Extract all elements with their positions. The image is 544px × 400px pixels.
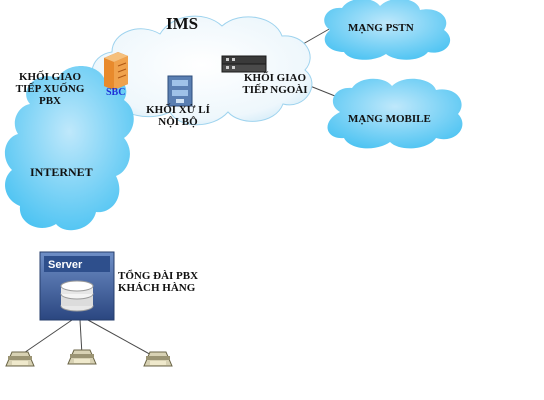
ims-cloud (91, 15, 313, 126)
pstn-cloud (324, 0, 450, 60)
external-interface-label: KHỐI GIAO TIẾP NGOÀI (232, 72, 318, 96)
downlink-interface-label: KHỐI GIAO TIẾP XUỐNG PBX (8, 71, 92, 107)
mobile-cloud (327, 78, 463, 149)
ims-title: IMS (166, 14, 199, 33)
desk-phone-icon (143, 351, 173, 367)
internal-processing-server-icon (167, 75, 193, 107)
downlink-interface-line-1: KHỐI GIAO (18, 71, 82, 83)
sbc-label: SBC (106, 87, 126, 98)
downlink-interface-line-3: PBX (39, 95, 61, 107)
server-badge: Server (48, 259, 83, 271)
pbx-server-icon (39, 251, 115, 321)
line-server-phone-left (17, 319, 73, 358)
line-server-phone-mid (79, 319, 83, 356)
mobile-label: MẠNG MOBILE (348, 113, 431, 125)
internal-processing-label: KHỐI XỬ LÍ NỘI BỘ (140, 104, 216, 128)
pstn-label: MẠNG PSTN (348, 22, 414, 34)
external-interface-line-1: KHỐI GIAO (243, 72, 307, 84)
pbx-caption: TỔNG ĐÀI PBX KHÁCH HÀNG (118, 270, 198, 294)
downlink-interface-line-2: TIẾP XUỐNG (15, 83, 85, 95)
internet-cloud (4, 66, 134, 231)
line-server-phone-right (87, 319, 156, 358)
gateway-router-icon (221, 55, 267, 73)
pbx-caption-line-2: KHÁCH HÀNG (118, 282, 196, 294)
desk-phone-icon (67, 349, 97, 365)
external-interface-line-2: TIẾP NGOÀI (242, 84, 308, 96)
desk-phone-icon (5, 351, 35, 367)
internal-processing-line-2: NỘI BỘ (158, 116, 198, 128)
sbc-server-icon (104, 52, 128, 90)
internet-label: INTERNET (30, 165, 93, 179)
internal-processing-line-1: KHỐI XỬ LÍ (146, 104, 210, 116)
pbx-caption-line-1: TỔNG ĐÀI PBX (118, 270, 199, 282)
